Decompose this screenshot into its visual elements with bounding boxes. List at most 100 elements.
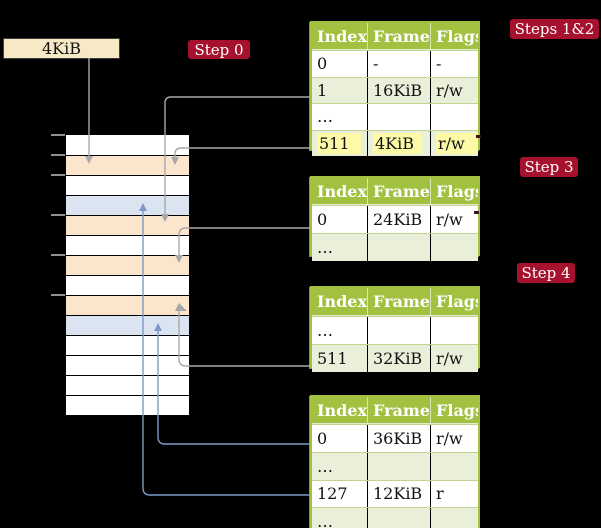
cell-text: 4KiB: [373, 133, 423, 155]
table-cell: r: [430, 480, 478, 508]
header-cell: Flags: [430, 23, 478, 49]
memory-row-6: [66, 235, 189, 255]
connector-frame32-to-strip: [178, 311, 310, 367]
table-cell: 511: [312, 345, 367, 372]
table-cell: r/w: [430, 206, 478, 233]
cell-text: r: [436, 484, 444, 504]
table-header-row: IndexFrameFlags: [312, 23, 478, 50]
memory-row-13: [66, 375, 189, 395]
cell-text: r/w: [436, 349, 463, 368]
page-size-label: 4KiB: [41, 39, 81, 58]
cell-text: 511: [317, 133, 361, 155]
address-tick: [51, 154, 65, 156]
table-row: …: [312, 233, 478, 261]
table-cell: [430, 317, 478, 344]
cell-text: 12KiB: [373, 484, 423, 504]
table-cell: [430, 104, 478, 130]
step-0-label: Step 0: [194, 40, 244, 59]
header-cell: Frame: [367, 23, 430, 49]
page-table-final: IndexFrameFlags 0 36KiB r/w … 127 12KiB r …: [310, 395, 480, 528]
connector-frame4-to-strip: [174, 147, 310, 157]
cell-text: 24KiB: [373, 210, 423, 229]
table-row: 127 12KiB r: [312, 479, 478, 508]
cell-text: …: [317, 238, 333, 257]
table-cell: 24KiB: [367, 206, 430, 233]
steps-1-2-badge: Steps 1&2: [510, 19, 599, 39]
table-cell: …: [312, 453, 367, 480]
address-tick: [51, 174, 65, 176]
table-cell: 0: [312, 206, 367, 233]
cell-text: r/w: [436, 210, 463, 229]
header-cell: Flags: [430, 397, 478, 423]
table-cell: r/w: [430, 77, 478, 104]
step-4-badge: Step 4: [517, 263, 575, 283]
cell-text: -: [373, 54, 379, 74]
table-cell: [367, 508, 430, 528]
table-cell: -: [367, 51, 430, 77]
header-cell: Index: [317, 292, 367, 311]
table-cell: …: [312, 104, 367, 130]
table-row: 0 24KiB r/w: [312, 205, 478, 233]
table-cell: r/w: [430, 425, 478, 452]
cell-text: …: [317, 512, 333, 528]
table-cell: 32KiB: [367, 345, 430, 372]
step-3-label: Step 3: [524, 158, 574, 176]
table-cell: [367, 452, 430, 480]
cell-text: -: [436, 54, 442, 74]
table-cell: 0: [312, 425, 367, 452]
cell-text: …: [317, 107, 333, 127]
header-cell: Flags: [430, 178, 478, 204]
table-cell: [430, 234, 478, 261]
table-cell: 12KiB: [367, 480, 430, 508]
memory-row-2: [66, 155, 189, 175]
table-row: …: [312, 451, 478, 480]
table-header-row: IndexFrameFlags: [312, 397, 478, 424]
step-4-label: Step 4: [521, 264, 571, 282]
memory-row-14: [66, 395, 189, 415]
cell-text: 16KiB: [373, 80, 423, 100]
table-cell: 36KiB: [367, 425, 430, 452]
table-cell: …: [312, 508, 367, 528]
cell-text: 36KiB: [373, 428, 423, 448]
cell-text: …: [317, 321, 333, 340]
header-cell: Index: [317, 181, 367, 201]
memory-strip: [65, 134, 190, 416]
table-header-row: IndexFrameFlags: [312, 178, 478, 205]
table-cell: 511: [312, 131, 367, 157]
steps-1-2-label: Steps 1&2: [514, 20, 595, 38]
cell-text: 1: [317, 80, 328, 100]
table-cell: [430, 452, 478, 480]
table-cell: [367, 317, 430, 344]
memory-row-10: [66, 315, 189, 335]
cell-text: r/w: [436, 80, 463, 100]
memory-row-11: [66, 335, 189, 355]
cell-text: r/w: [436, 133, 478, 155]
cell-text: 32KiB: [373, 349, 423, 368]
page-size-box: 4KiB: [3, 38, 120, 59]
address-tick: [51, 214, 65, 216]
table-row: 511 32KiB r/w: [312, 344, 478, 372]
cell-text: r/w: [436, 428, 463, 448]
table-cell: 4KiB: [367, 130, 430, 157]
table-row: 0 - -: [312, 50, 478, 77]
header-cell: Index: [317, 400, 367, 420]
table-cell: [367, 234, 430, 261]
cell-text: 0: [317, 210, 328, 229]
page-table-steps-1-2: IndexFrameFlags 0 - - 1 16KiB r/w … 511 4KiB r/w: [310, 21, 480, 157]
table-cell: …: [312, 317, 367, 344]
address-tick: [51, 294, 65, 296]
cell-text: 0: [317, 428, 328, 448]
cell-text: 0: [317, 54, 328, 74]
step-3-badge: Step 3: [520, 157, 578, 177]
memory-row-12: [66, 355, 189, 375]
table-cell: 1: [312, 78, 367, 104]
cell-text: …: [317, 456, 333, 476]
connector-frame24-to-strip: [178, 227, 310, 255]
address-tick: [51, 254, 65, 256]
table-row: …: [312, 507, 478, 528]
table-cell: r/w: [430, 130, 478, 157]
memory-row-4: [66, 195, 189, 215]
header-cell: Frame: [367, 178, 430, 204]
table-cell: -: [430, 51, 478, 77]
cell-text: 127: [317, 484, 348, 504]
